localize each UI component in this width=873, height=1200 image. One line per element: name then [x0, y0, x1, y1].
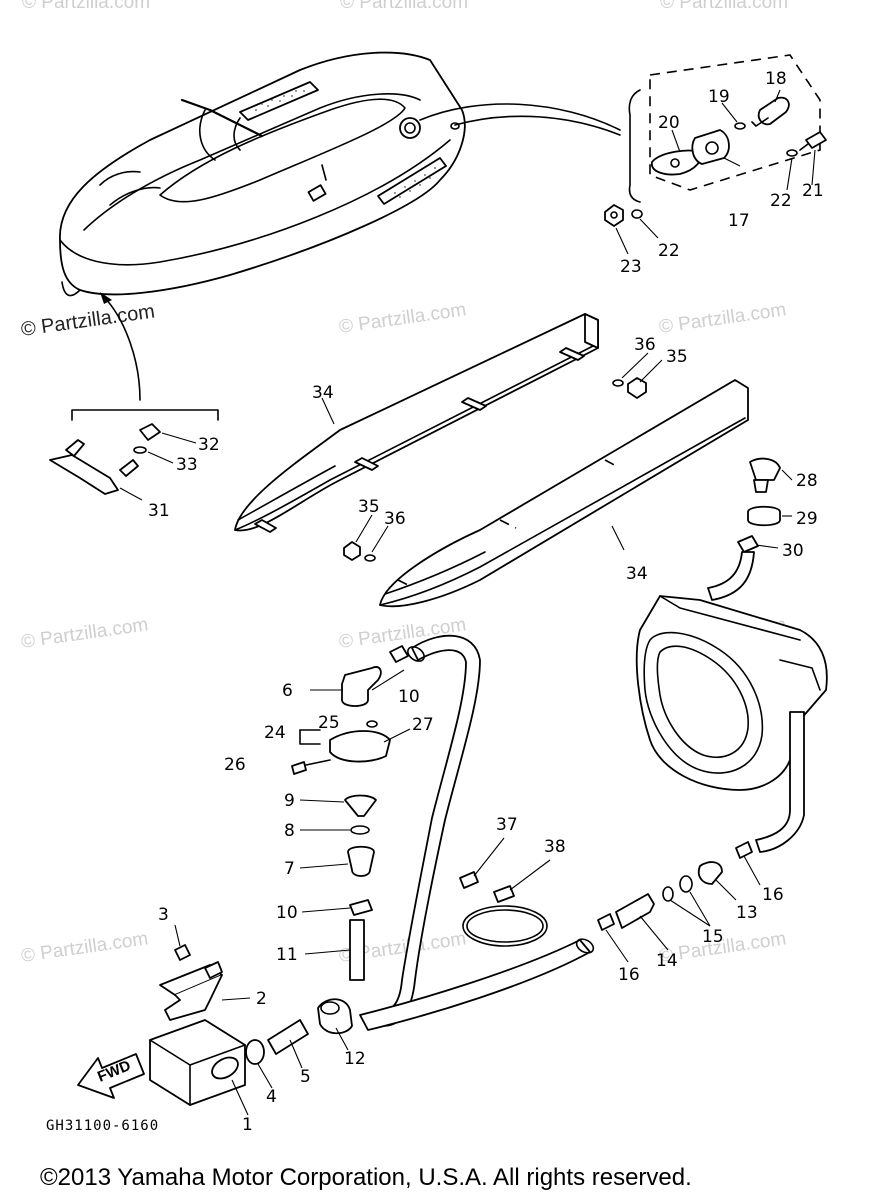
- callout-4: 4: [266, 1087, 277, 1107]
- callout-5: 5: [300, 1067, 311, 1087]
- callout-20: 20: [658, 113, 680, 133]
- copyright-notice: ©2013 Yamaha Motor Corporation, U.S.A. A…: [40, 1164, 692, 1191]
- sponson-34-upper: [234, 313, 599, 533]
- callout-19: 19: [708, 87, 730, 107]
- callout-37: 37: [496, 815, 518, 835]
- callout-6: 6: [282, 681, 293, 701]
- callout-7: 7: [284, 859, 295, 879]
- sponson-fasteners: [321, 352, 663, 562]
- hose-clamps-37-38: [459, 837, 551, 947]
- callout-35a: 35: [666, 347, 688, 367]
- callout-numbers: 18 19 20 21 22 17 22 23 34 36 35 32 33 3…: [148, 69, 824, 1135]
- watercraft-hull-drawing: [59, 51, 621, 401]
- callout-38: 38: [544, 837, 566, 857]
- callout-28: 28: [796, 471, 818, 491]
- pump-housing-drawing: [635, 457, 828, 853]
- callout-14: 14: [656, 951, 678, 971]
- callout-12: 12: [344, 1049, 366, 1069]
- watermark: © Partzilla.com: [660, 0, 788, 13]
- callout-2: 2: [256, 989, 267, 1009]
- callout-22b: 22: [658, 241, 680, 261]
- drawing-code: GH31100-6160: [46, 1118, 159, 1134]
- callout-22a: 22: [770, 191, 792, 211]
- watermark: © Partzilla.com: [340, 0, 468, 13]
- callout-10a: 10: [398, 687, 420, 707]
- callout-34b: 34: [626, 564, 648, 584]
- callout-16b: 16: [618, 965, 640, 985]
- watermark: © Partzilla.com: [22, 0, 150, 13]
- callout-30: 30: [782, 541, 804, 561]
- callout-36b: 36: [384, 509, 406, 529]
- callout-23: 23: [620, 257, 642, 277]
- watermark: © Partzilla.com: [20, 300, 157, 341]
- watermark: © Partzilla.com: [20, 614, 150, 653]
- callout-36a: 36: [634, 335, 656, 355]
- mounting-bracket-31: [49, 409, 219, 501]
- callout-18: 18: [765, 69, 787, 89]
- callout-26: 26: [224, 755, 246, 775]
- callout-29: 29: [796, 509, 818, 529]
- forward-direction-arrow: FWD: [77, 1053, 145, 1099]
- callout-8: 8: [284, 821, 295, 841]
- callout-16a: 16: [762, 885, 784, 905]
- callout-31: 31: [148, 501, 170, 521]
- callout-21: 21: [802, 181, 824, 201]
- callout-17: 17: [728, 211, 750, 231]
- drain-plug-inset: [604, 54, 827, 255]
- watermark: © Partzilla.com: [338, 299, 468, 338]
- watermark: © Partzilla.com: [658, 299, 788, 338]
- callout-3: 3: [158, 905, 169, 925]
- callout-33: 33: [176, 455, 198, 475]
- callout-32: 32: [198, 435, 220, 455]
- callout-27: 27: [412, 715, 434, 735]
- callout-24: 24: [264, 723, 286, 743]
- fittings-13-16: [597, 841, 761, 963]
- callout-15: 15: [702, 927, 724, 947]
- callout-9: 9: [284, 791, 295, 811]
- sponson-34-lower: [379, 379, 749, 608]
- water-box-assembly: [149, 924, 353, 1116]
- callout-34a: 34: [312, 383, 334, 403]
- callout-10b: 10: [276, 903, 298, 923]
- callout-35b: 35: [358, 497, 380, 517]
- watermark: © Partzilla.com: [20, 928, 150, 967]
- fitting-stack: [291, 645, 411, 981]
- callout-25: 25: [318, 713, 340, 733]
- water-hose: [359, 634, 595, 1031]
- callout-11: 11: [276, 945, 298, 965]
- callout-13: 13: [736, 903, 758, 923]
- callout-1: 1: [242, 1115, 253, 1135]
